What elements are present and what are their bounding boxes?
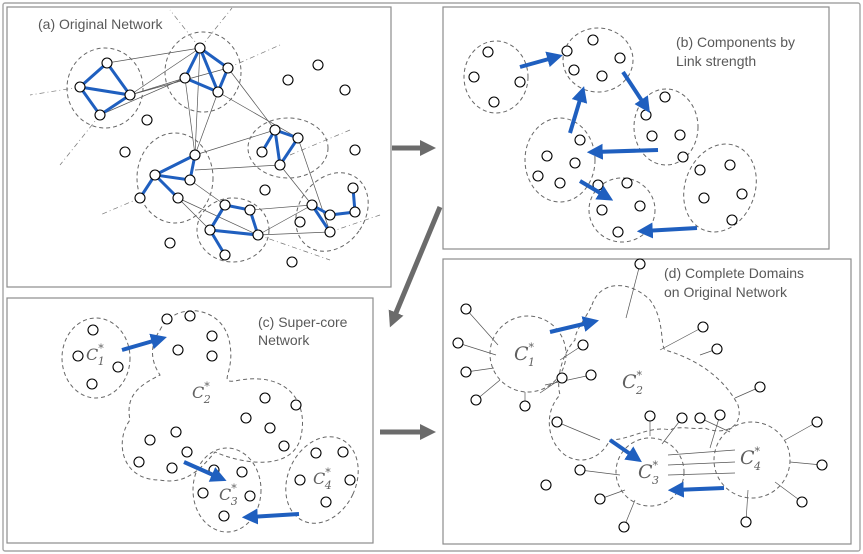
- panel-a-original-network: (a) Original Network: [6, 6, 392, 288]
- panel-c-super-core-network: (c) Super-core Network: [6, 297, 374, 544]
- panel-c-flow-arrows: [121, 333, 300, 525]
- panel-a-frame: [6, 6, 392, 288]
- panel-b-flow-arrows: [519, 51, 698, 239]
- panel-d-frame: [442, 258, 852, 545]
- panel-a-cluster-boundaries: [66, 31, 369, 263]
- panel-d-domain-boundaries: [489, 285, 791, 507]
- panel-c-label-line1: (c) Super-core: [258, 314, 348, 330]
- panel-b-nodes: [468, 34, 748, 238]
- panel-d-domain-label-c2: C*2: [622, 369, 643, 397]
- panel-a-label: (a) Original Network: [38, 16, 163, 32]
- panel-d-domain-c3: [615, 437, 685, 507]
- panel-a-dashed-links: [29, 7, 381, 261]
- panel-c-nodes: [72, 310, 356, 522]
- panel-c-domain-label-c4: C*4: [313, 466, 332, 492]
- panel-d-nodes: [452, 258, 828, 533]
- panel-a-nodes: [74, 42, 361, 268]
- panel-d-domain-label-c3: C*3: [638, 459, 659, 487]
- panel-b-label-line1: (b) Components by: [676, 34, 795, 50]
- panel-d-domain-c1: [489, 315, 567, 393]
- panel-c-domain-boundaries: [61, 310, 359, 533]
- panel-d-flow-arrows: [549, 316, 725, 498]
- panel-c-domain-label-c1: C*1: [86, 342, 105, 368]
- panel-d-domain-label-c4: C*4: [740, 445, 761, 473]
- panel-d-domain-c4: [713, 421, 791, 499]
- step-arrow-b-to-c: [388, 206, 443, 328]
- panel-c-domain-labels: C*1 C*2 C*3 C*4: [86, 342, 332, 508]
- panel-d-domain-labels: C*1 C*2 C*3 C*4: [514, 341, 761, 487]
- panel-b-components-by-link-strength: (b) Components by Link strength: [442, 6, 830, 250]
- panel-d-domain-label-c1: C*1: [514, 341, 535, 369]
- step-arrows: [380, 139, 443, 440]
- panel-b-label-line2: Link strength: [676, 53, 756, 69]
- panel-b-cluster-boundaries: [463, 27, 757, 243]
- panel-d-label-line2: on Original Network: [664, 284, 788, 300]
- panel-c-label-line2: Network: [258, 332, 310, 348]
- panel-c-domain-label-c3: C*3: [219, 482, 238, 508]
- panel-d-label-line1: (d) Complete Domains: [664, 265, 804, 281]
- panel-d-complete-domains: (d) Complete Domains on Original Network: [442, 258, 852, 545]
- panel-c-frame: [6, 297, 374, 544]
- panel-c-domain-label-c2: C*2: [192, 380, 211, 406]
